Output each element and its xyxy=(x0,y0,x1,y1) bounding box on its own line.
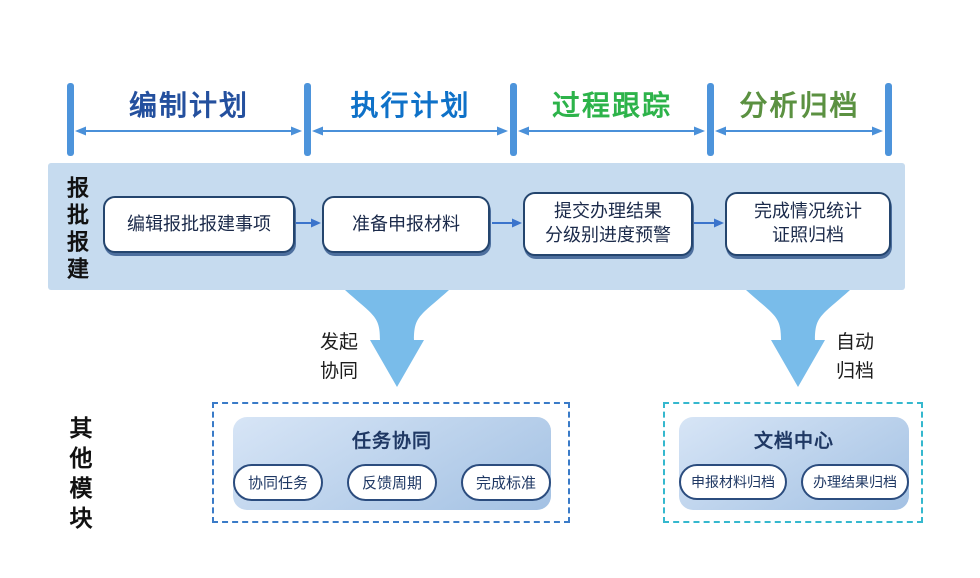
band-side-label: 报批报建 xyxy=(64,176,89,284)
timeline-divider-bar xyxy=(885,83,892,156)
module-title: 任务协同 xyxy=(351,431,432,452)
other-modules-label: 其他模块 xyxy=(66,416,92,536)
timeline-divider-bar xyxy=(510,83,517,156)
right-arrow-icon xyxy=(694,218,724,228)
phase-label-track: 过程跟踪 xyxy=(551,90,672,121)
double-arrow-icon xyxy=(715,126,883,136)
phase-label-execute: 执行计划 xyxy=(350,90,471,121)
phase-label-archive: 分析归档 xyxy=(739,90,860,121)
step-box-submit-results: 提交办理结果 分级别进度预警 xyxy=(523,192,693,256)
right-arrow-icon xyxy=(296,218,321,228)
pill-row: 申报材料归档 办理结果归档 xyxy=(679,464,909,500)
connector-label-initiate-collab: 发起 协同 xyxy=(320,332,359,382)
step-box-line: 完成情况统计 xyxy=(754,201,862,222)
phase-label-plan: 编制计划 xyxy=(128,90,249,121)
module-box-document-center: 文档中心 申报材料归档 办理结果归档 xyxy=(663,402,923,523)
step-box-prepare-materials: 准备申报材料 xyxy=(322,196,490,253)
module-panel: 文档中心 申报材料归档 办理结果归档 xyxy=(679,417,909,510)
module-box-task-collaboration: 任务协同 协同任务 反馈周期 完成标准 xyxy=(212,402,570,523)
module-pill: 办理结果归档 xyxy=(801,464,909,500)
step-box-line: 提交办理结果 xyxy=(554,201,662,222)
module-title: 文档中心 xyxy=(753,431,834,452)
funnel-down-arrow-icon xyxy=(746,290,850,387)
module-pill: 反馈周期 xyxy=(347,464,438,501)
step-box-line: 分级别进度预警 xyxy=(545,225,671,245)
step-box-line: 编辑报批报建事项 xyxy=(127,213,271,234)
timeline-divider-bar xyxy=(707,83,714,156)
connector-label-auto-archive: 自动 归档 xyxy=(836,332,875,382)
step-box-edit-items: 编辑报批报建事项 xyxy=(103,196,295,253)
timeline-divider-bar xyxy=(67,83,74,156)
step-box-stats-archive: 完成情况统计 证照归档 xyxy=(725,192,891,256)
double-arrow-icon xyxy=(518,126,705,136)
pill-row: 协同任务 反馈周期 完成标准 xyxy=(232,464,552,501)
right-arrow-icon xyxy=(492,218,522,228)
step-box-line: 准备申报材料 xyxy=(352,213,460,234)
double-arrow-icon xyxy=(75,126,302,136)
double-arrow-icon xyxy=(312,126,508,136)
module-pill: 协同任务 xyxy=(232,464,323,501)
funnel-down-arrow-icon xyxy=(345,290,449,387)
module-pill: 申报材料归档 xyxy=(679,464,787,500)
timeline-divider-bar xyxy=(304,83,311,156)
step-box-line: 证照归档 xyxy=(772,225,844,245)
module-panel: 任务协同 协同任务 反馈周期 完成标准 xyxy=(232,417,552,510)
module-pill: 完成标准 xyxy=(461,464,552,501)
